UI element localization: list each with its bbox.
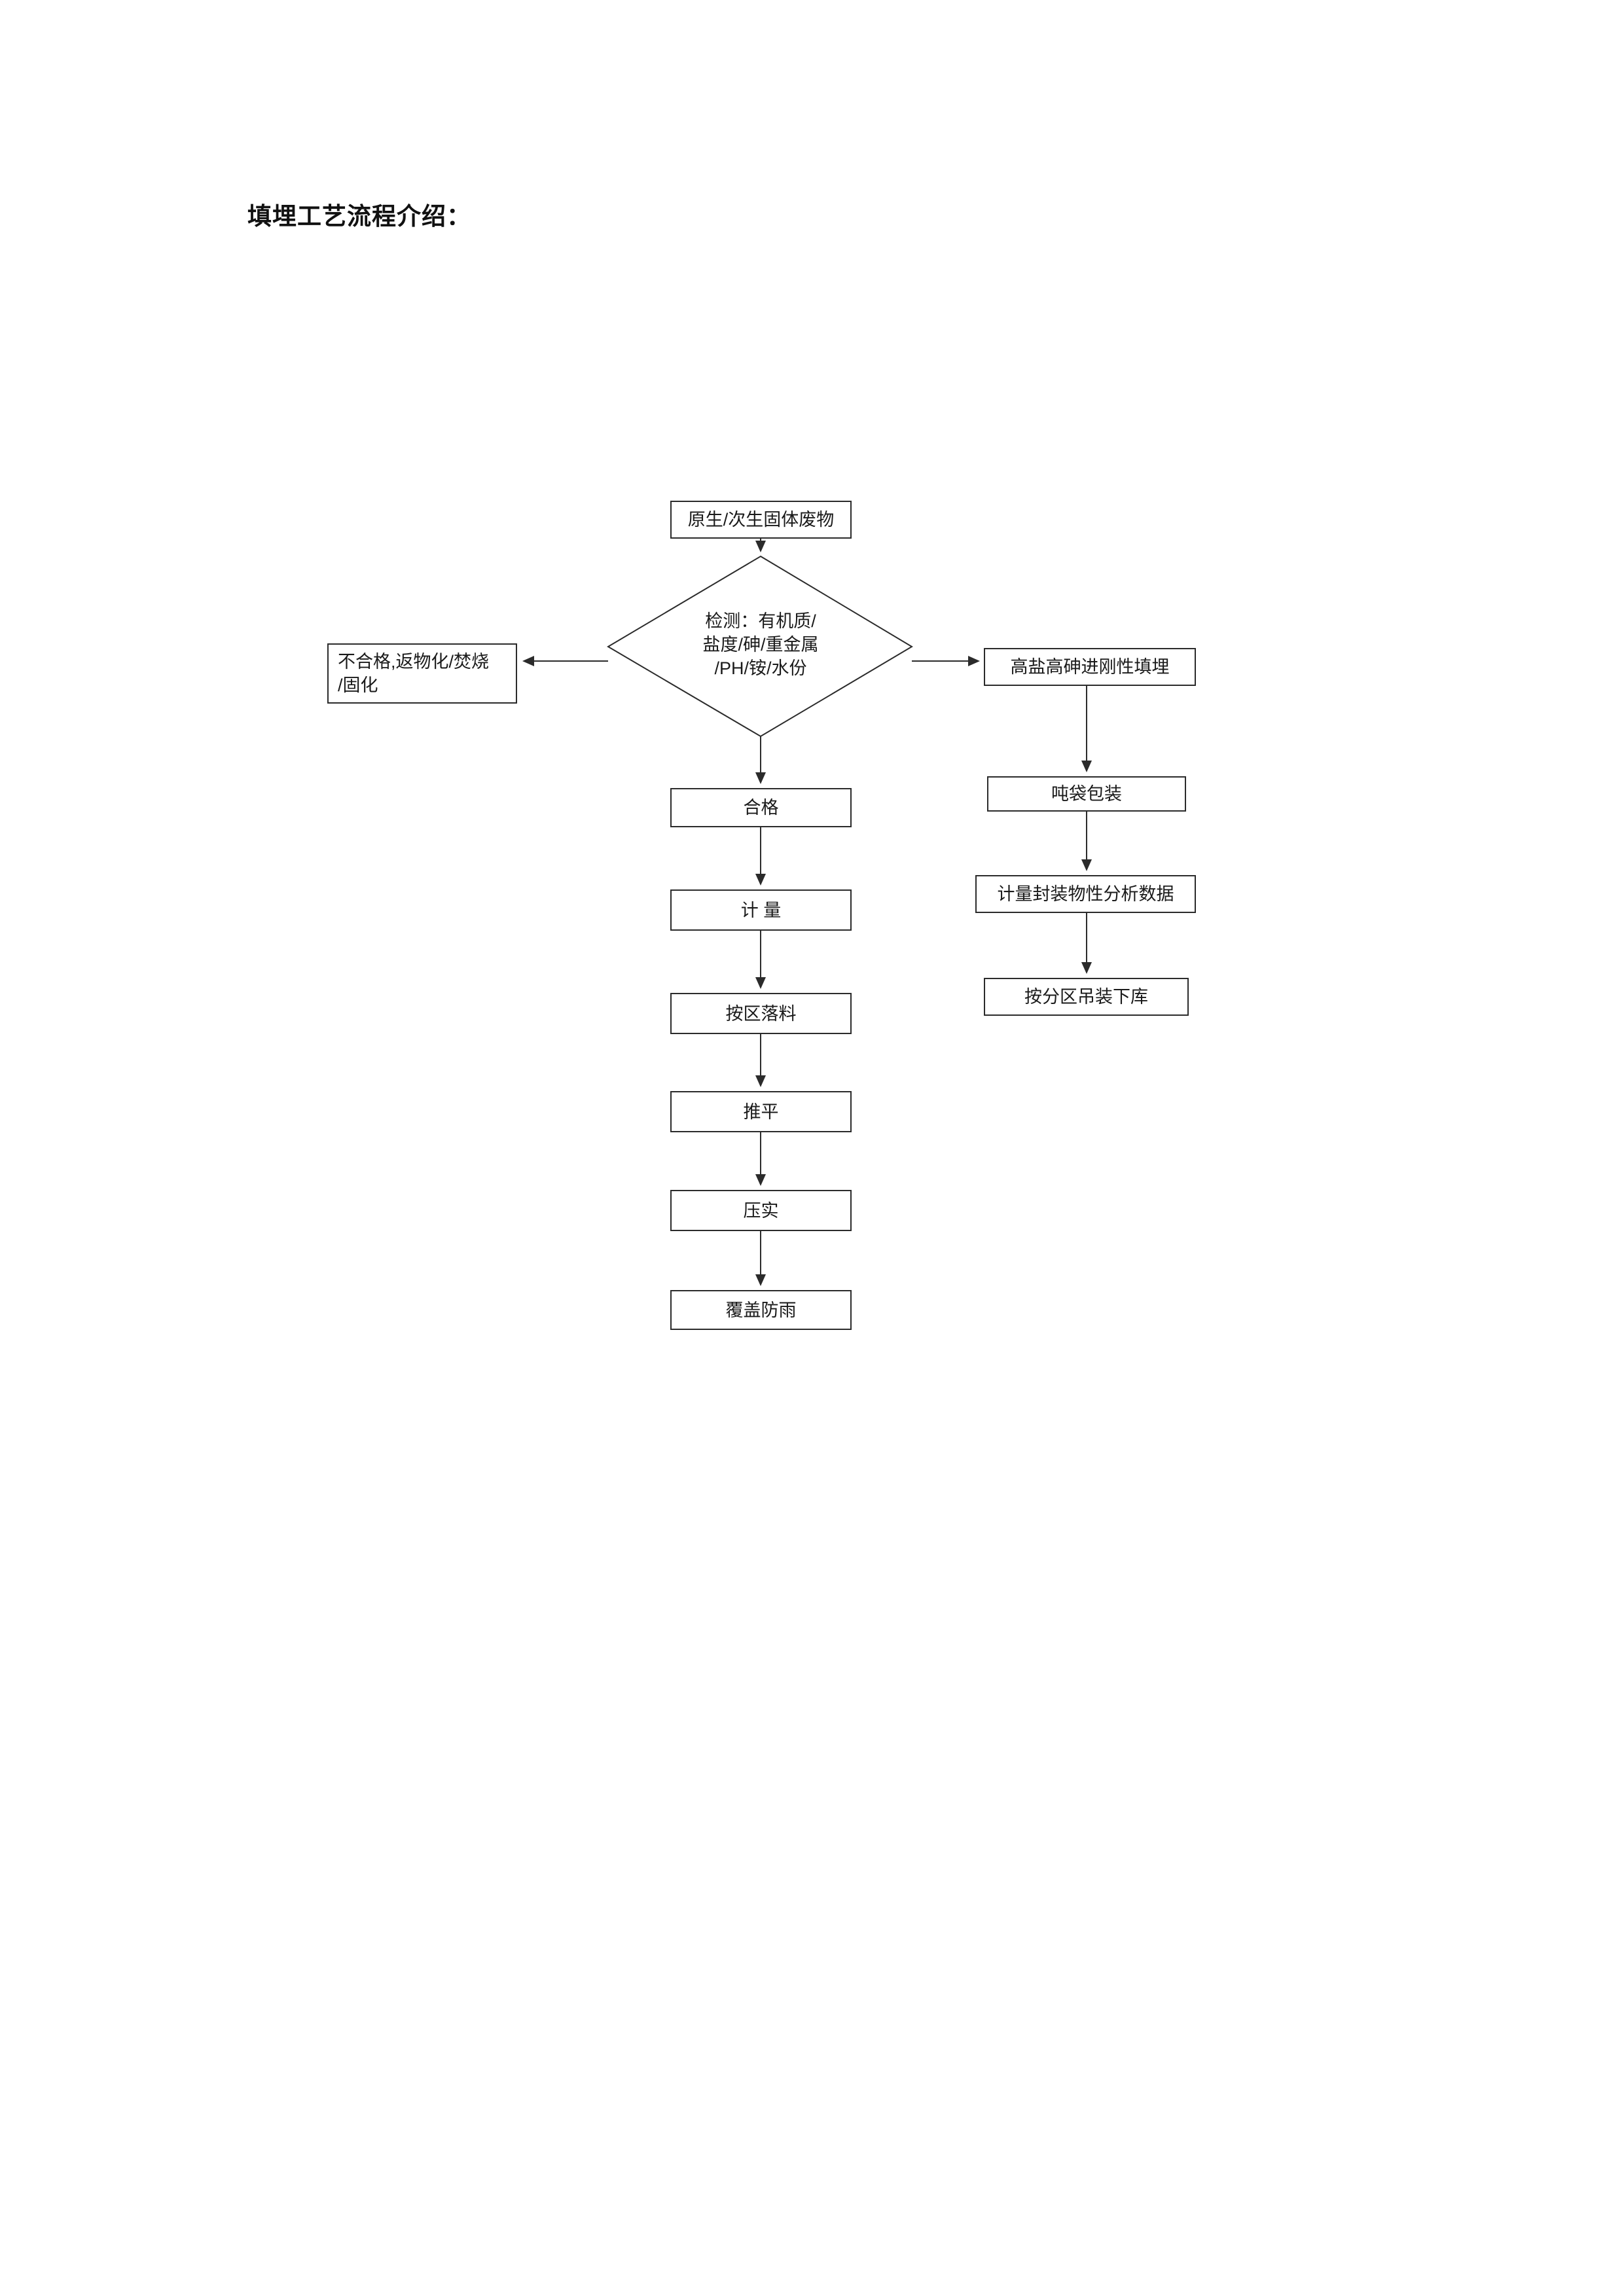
flow-node-weighing: 计 量 <box>670 889 852 931</box>
flow-node-rigid-landfill: 高盐高砷进刚性填埋 <box>984 648 1196 686</box>
flow-node-rain-cover: 覆盖防雨 <box>670 1290 852 1330</box>
flow-node-detection-decision: 检测：有机质/ 盐度/砷/重金属 /PH/铵/水份 <box>702 611 819 678</box>
flow-node-unqualified-return: 不合格,返物化/焚烧 /固化 <box>327 643 517 704</box>
flow-node-drop-by-zone: 按区落料 <box>670 993 852 1034</box>
flow-node-ton-bag-packing: 吨袋包装 <box>987 776 1186 812</box>
flow-node-raw-solid-waste: 原生/次生固体废物 <box>670 501 852 539</box>
flow-node-compaction: 压实 <box>670 1190 852 1231</box>
flow-node-packing-analysis-data: 计量封装物性分析数据 <box>975 875 1196 913</box>
flow-node-qualified: 合格 <box>670 788 852 827</box>
flow-node-hoist-to-storage: 按分区吊装下库 <box>984 978 1189 1016</box>
flow-node-leveling: 推平 <box>670 1091 852 1132</box>
page-title: 填埋工艺流程介绍： <box>247 203 471 230</box>
